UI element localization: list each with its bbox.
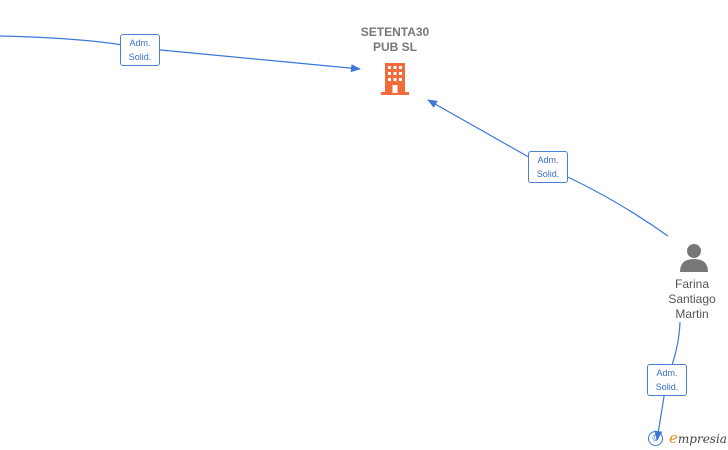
edge-role-line2: Solid. — [536, 169, 560, 179]
copyright-icon: © — [648, 430, 663, 446]
edge-left-to-company — [0, 35, 361, 73]
brand-name: empresia — [669, 429, 727, 447]
edge-role-line2: Solid. — [128, 52, 152, 62]
edge-role-line1: Adm. — [537, 155, 559, 165]
company-name-line2: PUB SL — [372, 40, 417, 54]
edge-role-label: Adm. Solid. — [528, 151, 568, 183]
brand-rest: mpresia — [677, 432, 727, 446]
person-name-line2: Santiago — [668, 292, 716, 306]
company-name-line1: SETENTA30 — [360, 25, 430, 39]
edge-role-label: Adm. Solid. — [647, 364, 687, 396]
company-building-icon[interactable] — [379, 61, 411, 95]
person-name-line3: Martin — [675, 307, 709, 321]
edge-role-line1: Adm. — [656, 368, 678, 378]
person-icon[interactable] — [678, 242, 710, 272]
person-name[interactable]: Farina Santiago Martin — [655, 277, 728, 322]
company-name: SETENTA30 PUB SL — [335, 25, 455, 55]
edge-role-line2: Solid. — [655, 382, 679, 392]
edge-role-line1: Adm. — [129, 38, 151, 48]
brand-initial: e — [669, 429, 678, 447]
edge-role-label: Adm. Solid. — [120, 34, 160, 66]
person-name-line1: Farina — [674, 277, 709, 291]
empresia-watermark: © empresia — [648, 428, 727, 448]
